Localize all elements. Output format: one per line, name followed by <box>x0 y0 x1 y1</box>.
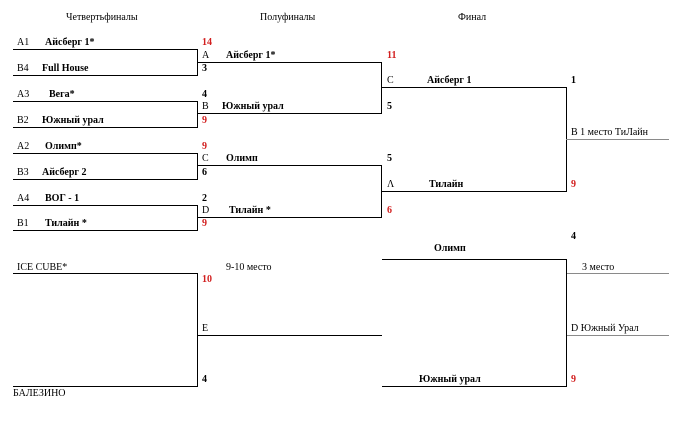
bracket-line <box>382 386 567 387</box>
bracket-connector <box>566 259 567 386</box>
bracket-line <box>198 335 382 336</box>
score: 10 <box>202 274 212 285</box>
team-name: ВОГ - 1 <box>45 193 80 204</box>
slot-label: C <box>387 75 394 86</box>
champion-line <box>566 139 669 140</box>
bracket-connector <box>197 101 198 127</box>
team-name: Олимп <box>434 243 466 254</box>
bracket-line <box>198 62 382 63</box>
bracket-line <box>13 75 198 76</box>
score: 11 <box>387 50 397 61</box>
score: 1 <box>571 75 576 86</box>
semifinals-header: Полуфиналы <box>260 12 316 23</box>
seed-label: B3 <box>17 167 29 178</box>
team-name: Тилайн <box>429 179 464 190</box>
team-name: БАЛЕЗИНО <box>13 388 66 399</box>
bracket-line <box>13 179 198 180</box>
seed-label: A2 <box>17 141 30 152</box>
third-place-result: D Южный Урал <box>571 323 639 334</box>
team-name: Full House <box>42 63 89 74</box>
slot-label: D <box>202 205 210 216</box>
slot-label: B <box>202 101 209 112</box>
bracket-connector <box>381 62 382 113</box>
bracket-line <box>382 191 567 192</box>
bracket-connector <box>197 153 198 179</box>
score: 9 <box>202 218 207 229</box>
team-name: Олимп <box>226 153 258 164</box>
bracket-line <box>13 230 198 231</box>
score: 5 <box>387 153 392 164</box>
score: 4 <box>571 231 576 242</box>
seed-label: A1 <box>17 37 30 48</box>
bracket-line <box>13 101 198 102</box>
bracket-connector <box>381 165 382 217</box>
bracket-connector <box>197 273 198 386</box>
team-name: Южный урал <box>419 374 481 385</box>
team-name: Вега* <box>49 89 75 100</box>
slot-label: Λ <box>387 179 395 190</box>
slot-label: C <box>202 153 209 164</box>
score: 3 <box>202 63 207 74</box>
score: 9 <box>202 141 207 152</box>
score: 2 <box>202 193 207 204</box>
team-name: Айсберг 1* <box>226 50 276 61</box>
score: 9 <box>202 115 207 126</box>
ninth-place-label: 9-10 место <box>226 262 272 273</box>
score: 6 <box>387 205 392 216</box>
team-name: Тилайн * <box>229 205 271 216</box>
team-name: Тилайн * <box>45 218 87 229</box>
score: 5 <box>387 101 392 112</box>
seed-label: B2 <box>17 115 29 126</box>
bracket-line <box>13 273 198 274</box>
bracket-line <box>13 127 198 128</box>
score: 6 <box>202 167 207 178</box>
bracket-line <box>13 205 198 206</box>
third-place-label: 3 место <box>582 262 615 273</box>
team-name: Айсберг 1 <box>427 75 472 86</box>
score: 14 <box>202 37 212 48</box>
team-name: Айсберг 2 <box>42 167 87 178</box>
score: 4 <box>202 374 207 385</box>
slot-label: E <box>202 323 209 334</box>
bracket-connector <box>197 205 198 230</box>
seed-label: A3 <box>17 89 30 100</box>
bracket-line <box>13 153 198 154</box>
team-name: Олимп* <box>45 141 82 152</box>
bracket-line <box>198 165 382 166</box>
bracket-line <box>198 113 382 114</box>
team-name: Южный урал <box>42 115 104 126</box>
slot-label: A <box>202 50 210 61</box>
third-place-line <box>566 273 669 274</box>
quarterfinals-header: Четвертьфиналы <box>66 12 138 23</box>
seed-label: B1 <box>17 218 29 229</box>
team-name: Южный урал <box>222 101 284 112</box>
bracket-line <box>382 259 567 260</box>
score: 9 <box>571 374 576 385</box>
team-name: ICE CUBE* <box>17 262 68 273</box>
final-header: Финал <box>458 12 487 23</box>
seed-label: A4 <box>17 193 30 204</box>
third-place-result-line <box>566 335 669 336</box>
bracket-line <box>198 217 382 218</box>
bracket-connector <box>197 49 198 75</box>
bracket-line <box>13 49 198 50</box>
score: 9 <box>571 179 576 190</box>
champion-label: B 1 место ТиЛайн <box>571 127 648 138</box>
seed-label: B4 <box>17 63 29 74</box>
bracket-line <box>13 386 198 387</box>
team-name: Айсберг 1* <box>45 37 95 48</box>
score: 4 <box>202 89 207 100</box>
bracket-line <box>382 87 567 88</box>
